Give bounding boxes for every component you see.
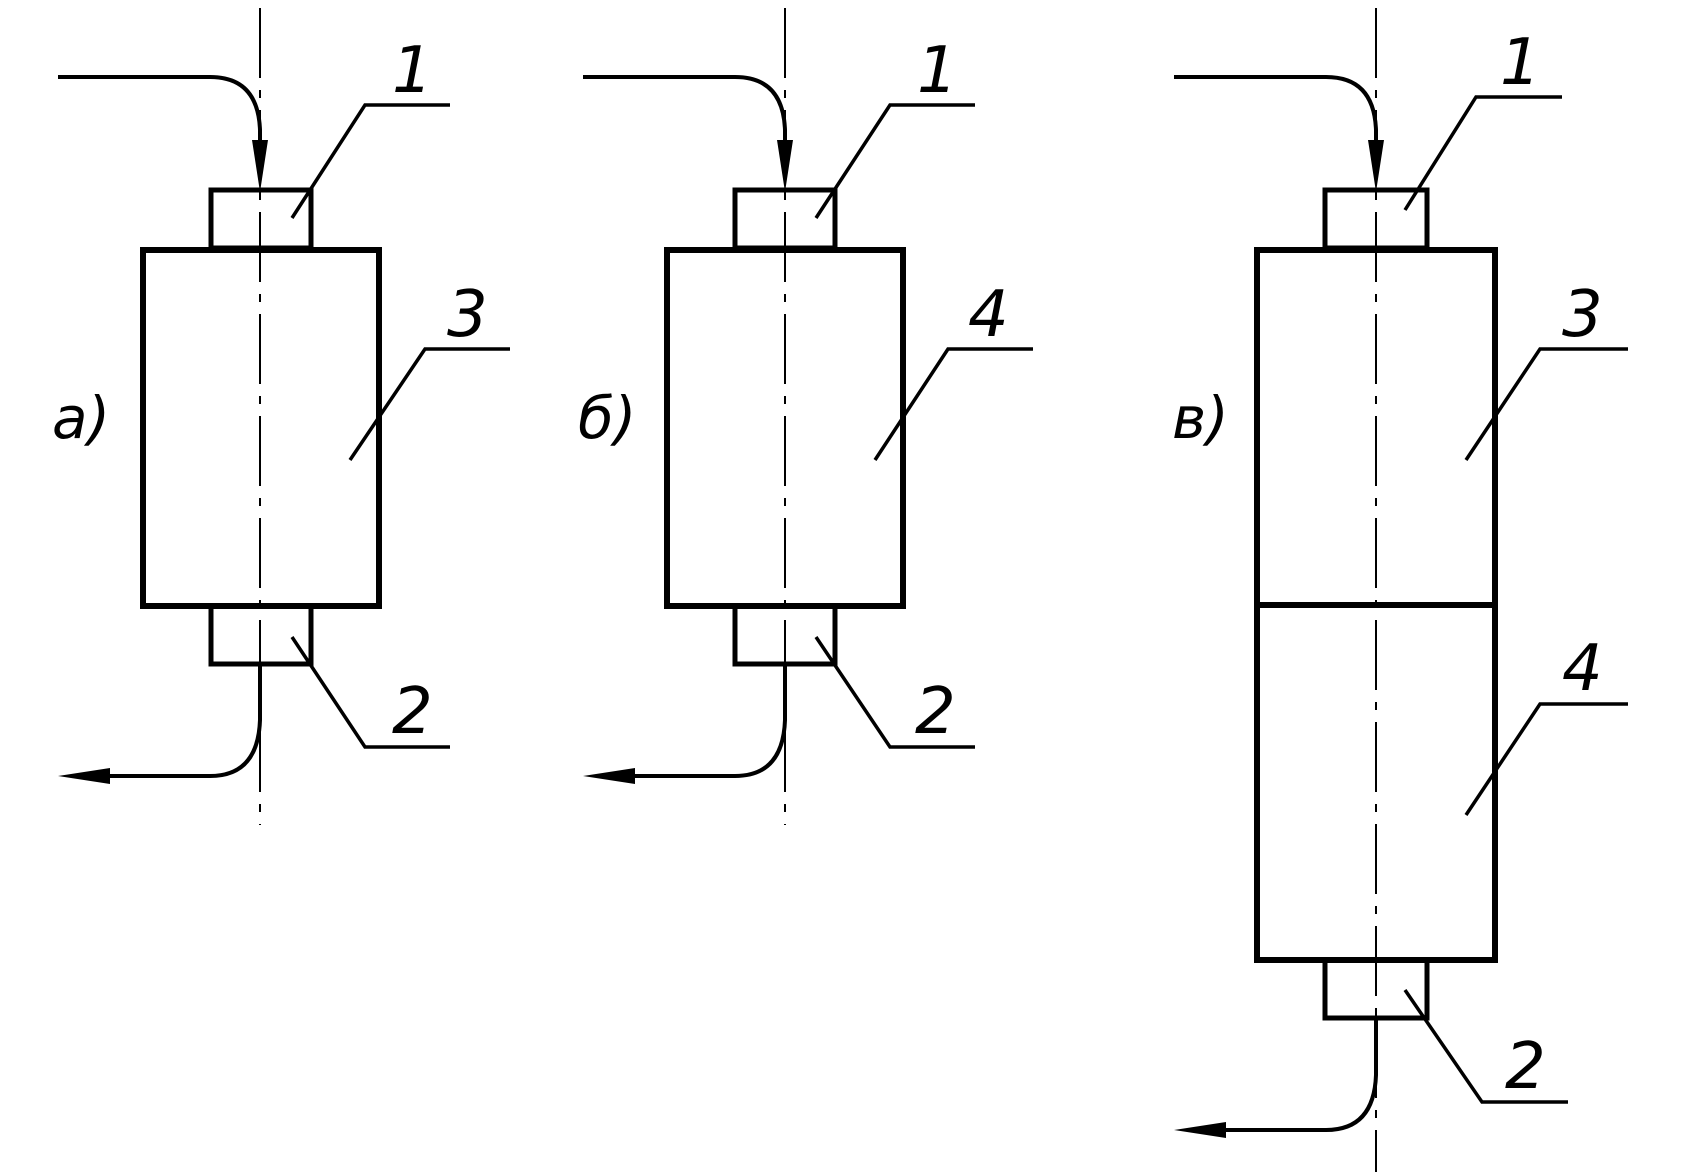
view-b-outlet-arrow-icon xyxy=(583,768,635,784)
view-c-callout-1: 1 xyxy=(1500,26,1541,100)
view-c-outlet-arrow-icon xyxy=(1174,1122,1226,1138)
view-a-callout-1: 1 xyxy=(392,34,433,108)
view-c-inlet-arrow-icon xyxy=(1368,140,1384,192)
view-b-inlet-flow-line xyxy=(583,75,787,160)
view-c-callout-2: 2 xyxy=(1505,1030,1546,1104)
view-a-leader-2 xyxy=(290,636,450,749)
view-c-leader-3 xyxy=(1464,347,1628,461)
view-a-callout-3: 3 xyxy=(447,278,488,352)
view-a-outlet-arrow-icon xyxy=(58,768,110,784)
view-a-outlet-flow-line xyxy=(95,664,262,778)
view-b-callout-4: 4 xyxy=(968,278,1009,352)
view-b-callout-1: 1 xyxy=(917,34,958,108)
view-a-leader-3 xyxy=(348,347,510,461)
view-c-inlet-flow-line xyxy=(1174,75,1378,160)
view-c-label: в) xyxy=(1172,384,1229,452)
view-a-callout-2: 2 xyxy=(392,675,433,749)
view-c-leader-4 xyxy=(1464,702,1628,816)
view-c-outlet-flow-line xyxy=(1211,1018,1378,1132)
view-c-callout-4: 4 xyxy=(1562,632,1603,706)
view-c-callout-3: 3 xyxy=(1562,278,1603,352)
view-a-inlet-arrow-icon xyxy=(252,140,268,192)
view-a-inlet-flow-line xyxy=(58,75,262,160)
view-b-inlet-arrow-icon xyxy=(777,140,793,192)
view-b-leader-4 xyxy=(873,347,1033,461)
view-a-leader-1 xyxy=(290,103,450,219)
view-b-outlet-flow-line xyxy=(620,664,787,778)
view-a-label: а) xyxy=(52,384,110,452)
view-b-leader-2 xyxy=(814,636,975,749)
view-c-leader-1 xyxy=(1403,95,1562,211)
view-b-callout-2: 2 xyxy=(915,675,956,749)
view-b-label: б) xyxy=(578,384,636,452)
view-a: 1 3 2 а) xyxy=(52,8,510,825)
view-c: 1 3 4 2 в) xyxy=(1172,8,1628,1172)
view-b: 1 4 2 б) xyxy=(578,8,1033,825)
view-b-leader-1 xyxy=(814,103,975,219)
view-c-leader-2 xyxy=(1403,989,1568,1104)
